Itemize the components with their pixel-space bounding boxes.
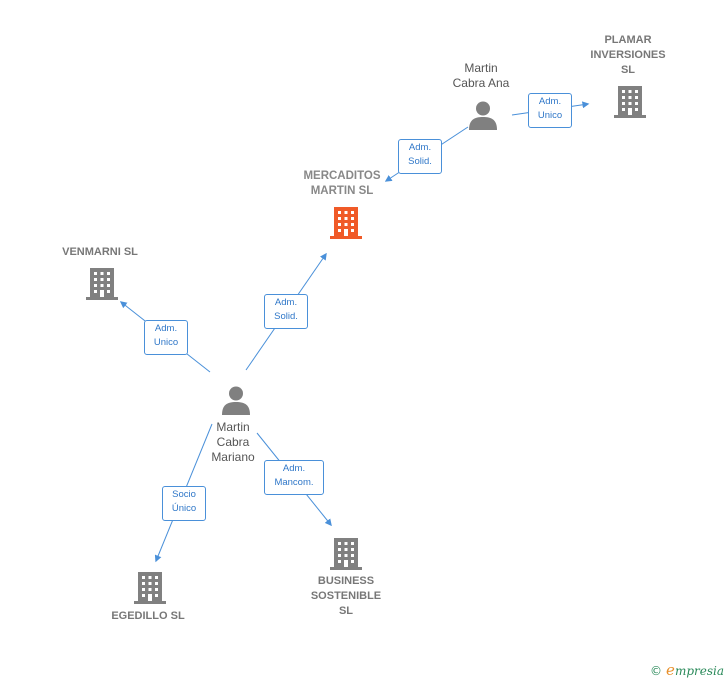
company-label-venmarni[interactable]: VENMARNI SL <box>62 246 138 258</box>
company-label-egedillo[interactable]: EGEDILLO SL <box>111 610 185 622</box>
person-label-martin-cabra-mariano[interactable]: Martin Cabra Mariano <box>211 420 255 464</box>
copyright-icon: © <box>650 664 663 678</box>
company-label-business-sostenible[interactable]: BUSINESS SOSTENIBLE SL <box>310 575 382 617</box>
person-label-martin-cabra-ana[interactable]: Martin Cabra Ana <box>452 61 510 90</box>
company-label-plamar[interactable]: PLAMAR INVERSIONES SL <box>590 34 666 76</box>
edge-label-ana-mercaditos[interactable]: Adm. Solid. <box>398 139 442 174</box>
edge-label-mariano-egedillo[interactable]: Socio Único <box>162 486 206 521</box>
building-icon[interactable] <box>330 205 362 239</box>
edge-label-mariano-venmarni[interactable]: Adm. Unico <box>144 320 188 355</box>
building-icon[interactable] <box>330 536 362 570</box>
company-label-mercaditos[interactable]: MERCADITOS MARTIN SL <box>303 170 381 197</box>
edge-label-mariano-mercaditos[interactable]: Adm. Solid. <box>264 294 308 329</box>
person-icon[interactable] <box>222 385 250 415</box>
edge-label-mariano-business[interactable]: Adm. Mancom. <box>264 460 324 495</box>
building-icon[interactable] <box>614 84 646 118</box>
brand-initial: e <box>666 661 675 679</box>
person-icon[interactable] <box>469 100 497 130</box>
brand-name: mpresia <box>674 664 724 678</box>
building-icon[interactable] <box>134 570 166 604</box>
brand-logo: ©empresia <box>650 661 724 679</box>
edge-label-ana-plamar[interactable]: Adm. Unico <box>528 93 572 128</box>
building-icon[interactable] <box>86 266 118 300</box>
